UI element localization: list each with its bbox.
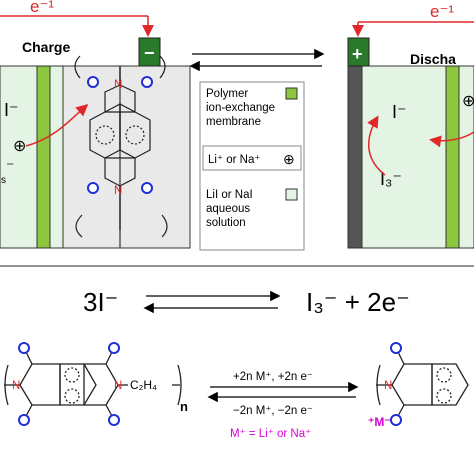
left-electrode [36, 65, 51, 249]
polymer-structure-left [74, 55, 168, 238]
iodide-fragment-left-sub: s [1, 175, 6, 186]
equation-left: 3I⁻ [83, 287, 118, 317]
iodide-left: I⁻ [4, 100, 19, 120]
equation-right: I₃⁻ + 2e⁻ [306, 287, 410, 317]
right-collector [347, 65, 363, 249]
iodide-fragment-left: ⁻ [6, 159, 14, 176]
nitrogen-atom-top: N [114, 79, 122, 91]
nitrogen-atom-left: N [12, 380, 20, 392]
legend-cation-symbol: ⊕ [283, 151, 295, 167]
positive-terminal [347, 37, 370, 67]
legend-solution-swatch [285, 188, 298, 201]
legend-cation-label: Li⁺ or Na⁺ [208, 154, 260, 166]
iodide-right: I⁻ [392, 102, 407, 122]
oxidation-arrow-right [367, 115, 386, 176]
negative-terminal-sign: − [144, 43, 155, 63]
cation-left: ⊕ [13, 138, 26, 155]
negative-terminal [138, 37, 161, 67]
charge-label: Charge [22, 39, 70, 55]
legend-solution-3: solution [206, 217, 246, 229]
legend-solution-2: aqueous [206, 203, 250, 215]
legend-membrane-1: Polymer [206, 88, 248, 100]
reduced-oxygen-atoms [390, 342, 402, 426]
polymer-repeat-unit [4, 351, 182, 417]
cation-definition: M⁺ = Li⁺ or Na⁺ [230, 428, 311, 440]
legend-solution-1: LiI or NaI [206, 189, 253, 201]
polymer-oxygen-atoms-left [87, 76, 153, 194]
nitrogen-atom-bottom: N [114, 185, 122, 197]
polymer-electrode-region [62, 65, 191, 249]
electron-label-left: e⁻¹ [30, 0, 54, 16]
electron-label-right: e⁻¹ [430, 2, 454, 21]
discharge-label: Discha [410, 51, 456, 67]
repeat-subscript: n [180, 399, 188, 414]
forward-conditions: +2n M⁺, +2n e⁻ [233, 371, 313, 383]
legend-membrane-swatch [285, 87, 298, 100]
polymer-oxygen-atoms-bottom [18, 342, 120, 426]
nitrogen-atom-reduced: N [384, 380, 392, 392]
legend-membrane-2: ion-exchange [206, 102, 275, 114]
ethylene-substituent: C₂H₄ [130, 378, 157, 392]
cation-right: ⊕ [462, 93, 474, 110]
cation-arrow-right [429, 131, 474, 148]
legend-cation-box [202, 145, 302, 171]
reduced-polymer-unit [376, 351, 469, 417]
legend-membrane-3: membrane [206, 116, 261, 128]
nitrogen-atom-right: N [114, 380, 122, 392]
right-membrane [445, 65, 460, 249]
metal-ion-label: ⁺M⁻ [368, 415, 391, 429]
triiodide-right: I₃⁻ [380, 169, 402, 189]
cation-arrow-left [25, 104, 89, 147]
positive-terminal-sign: + [352, 44, 363, 64]
reverse-conditions: −2n M⁺, −2n e⁻ [233, 405, 313, 417]
